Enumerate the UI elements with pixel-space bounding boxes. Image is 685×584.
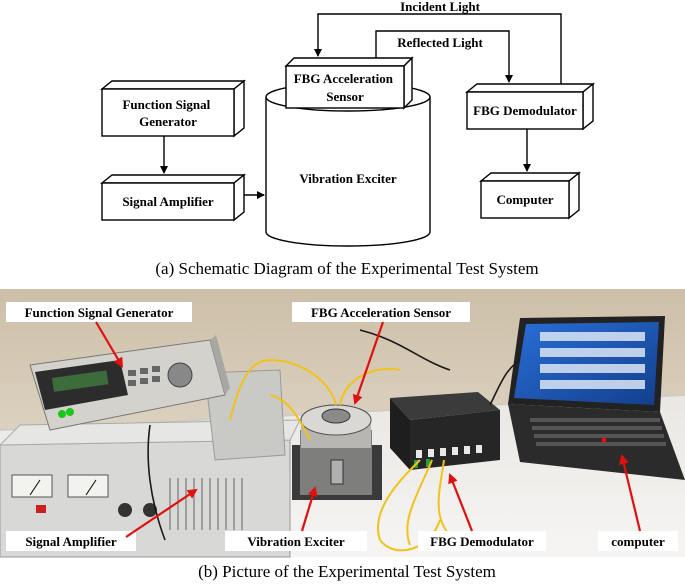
arrow-to-computer	[619, 454, 642, 532]
caption-b: (b) Picture of the Experimental Test Sys…	[198, 562, 496, 581]
label-function-signal-generator: Function Signal Generator	[122, 97, 213, 129]
photo-label-signal-amplifier: Signal Amplifier	[25, 534, 117, 549]
photo-label-vibration-exciter: Vibration Exciter	[247, 534, 345, 549]
experimental-photo	[0, 289, 685, 558]
label-incident-light: Incident Light	[400, 0, 480, 14]
signal-amplifier-box	[100, 173, 246, 222]
function-signal-generator-box	[100, 79, 246, 138]
reflected-light-path	[375, 30, 513, 83]
schematic-connectors	[160, 13, 562, 199]
arrow-to-fbg-sensor	[352, 321, 385, 405]
caption-a: (a) Schematic Diagram of the Experimenta…	[155, 259, 538, 278]
label-vibration-exciter: Vibration Exciter	[299, 171, 397, 186]
arrow-to-fbg-demodulator	[448, 473, 474, 532]
fbg-demodulator-box	[465, 82, 595, 131]
label-reflected-light: Reflected Light	[397, 35, 483, 50]
fbg-acceleration-sensor-box	[284, 56, 414, 110]
photo-red-arrows	[95, 321, 642, 538]
label-signal-amplifier: Signal Amplifier	[122, 194, 214, 209]
photo-label-computer: computer	[611, 534, 665, 549]
arrow-to-signal-amplifier	[125, 488, 198, 538]
incident-light-path	[314, 13, 562, 84]
function-signal-generator-photo	[29, 335, 230, 431]
label-fbg-demodulator: FBG Demodulator	[473, 103, 577, 118]
photo-label-function-signal-generator: Function Signal Generator	[25, 305, 174, 320]
power-cables	[147, 329, 521, 541]
label-computer: Computer	[496, 192, 553, 207]
label-fbg-acceleration-sensor: FBG Acceleration Sensor	[294, 71, 397, 104]
fbg-demodulator-photo	[390, 392, 500, 470]
arrow-to-function-generator	[95, 321, 124, 368]
photo-label-backgrounds	[6, 302, 678, 551]
laptop-photo	[508, 316, 685, 480]
arrow-to-vibration-exciter	[300, 486, 318, 532]
photo-label-fbg-demodulator: FBG Demodulator	[430, 534, 534, 549]
photo-label-fbg-acceleration-sensor: FBG Acceleration Sensor	[311, 305, 451, 320]
schematic-diagram	[100, 13, 595, 247]
vibration-exciter-photo	[292, 404, 382, 500]
signal-amplifier-photo	[0, 369, 301, 558]
computer-box	[479, 171, 581, 220]
